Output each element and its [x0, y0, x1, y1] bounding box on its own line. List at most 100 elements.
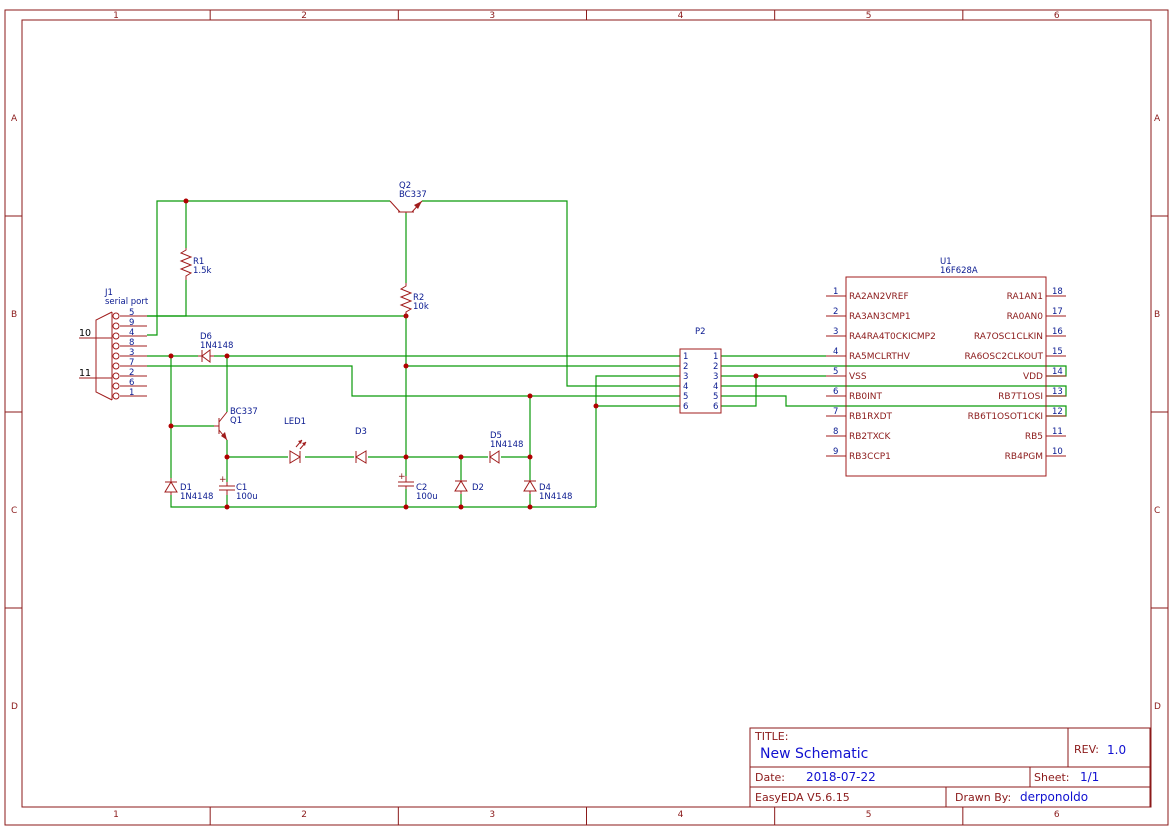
- u1-pin-name: VDD: [1023, 372, 1043, 382]
- d4-value: 1N4148: [539, 492, 572, 502]
- sheet-label: Sheet:: [1034, 771, 1070, 784]
- j1-pin-number: 2: [129, 368, 134, 378]
- j1-ref: J1: [104, 288, 113, 298]
- diode-d1: D1 1N4148: [164, 478, 213, 502]
- j1-pin-number: 6: [129, 378, 134, 388]
- p2-pin-right: 4: [713, 382, 718, 392]
- p2-pin-right: 3: [713, 372, 718, 382]
- title-label: TITLE:: [754, 730, 788, 743]
- svg-text:+: +: [219, 475, 227, 485]
- c2-value: 100u: [416, 492, 438, 502]
- net-label-10: 10: [79, 328, 91, 339]
- c1-value: 100u: [236, 492, 258, 502]
- u1-pin-number: 11: [1052, 427, 1063, 437]
- ruler-row-label: C: [11, 506, 17, 516]
- transistor-q2: Q2 BC337: [389, 181, 427, 213]
- u1-pin-number: 7: [833, 407, 838, 417]
- d5-ref: D5: [490, 431, 502, 441]
- ruler-row-label: B: [1154, 310, 1160, 320]
- u1-pin-name: RA5MCLRTHV: [849, 352, 911, 362]
- net-label-11: 11: [79, 368, 91, 379]
- led1-ref: LED1: [284, 417, 306, 427]
- u1-pin-number: 10: [1052, 447, 1063, 457]
- led-led1: LED1: [284, 417, 307, 464]
- u1-pin-number: 14: [1052, 367, 1063, 377]
- u1-pin-number: 9: [833, 447, 838, 457]
- drawn-by-value: derponoldo: [1020, 790, 1088, 804]
- ruler-col-label: 6: [1054, 11, 1060, 21]
- wires: [147, 200, 1067, 508]
- ruler-col-label: 1: [113, 11, 119, 21]
- u1-pin-number: 6: [833, 387, 838, 397]
- j1-pin-number: 7: [129, 358, 134, 368]
- u1-pin-name: RB1RXDT: [849, 412, 893, 422]
- u1-pin-name: RA2AN2VREF: [849, 292, 909, 302]
- p2-pin-right: 1: [713, 352, 718, 362]
- diode-d3: D3: [355, 427, 367, 464]
- capacitor-c1: + C1 100u: [219, 475, 258, 502]
- c1-ref: C1: [236, 483, 247, 493]
- p2-pin-left: 1: [683, 352, 688, 362]
- d6-ref: D6: [200, 332, 212, 342]
- p2-pin-right: 5: [713, 392, 718, 402]
- j1-pin-number: 5: [129, 308, 134, 318]
- j1-pin-number: 8: [129, 338, 134, 348]
- ruler-col-label: 3: [489, 810, 495, 820]
- u1-pin-number: 3: [833, 327, 838, 337]
- ruler-row-label: C: [1154, 506, 1160, 516]
- d5-value: 1N4148: [490, 440, 523, 450]
- date-value: 2018-07-22: [806, 770, 876, 784]
- diode-d5: D5 1N4148: [489, 431, 523, 464]
- diode-d2: D2: [454, 480, 484, 494]
- diode-d4: D4 1N4148: [523, 480, 572, 502]
- u1-pin-name: RB4PGM: [1005, 452, 1043, 462]
- u1-pin-name: RA0AN0: [1007, 312, 1044, 322]
- ruler-col-label: 2: [301, 810, 307, 820]
- u1-pin-name: VSS: [849, 372, 867, 382]
- drawn-by-label: Drawn By:: [955, 791, 1011, 804]
- u1-pin-number: 4: [833, 347, 838, 357]
- d1-value: 1N4148: [180, 492, 213, 502]
- u1-pin-number: 2: [833, 307, 838, 317]
- u1-pin-number: 16: [1052, 327, 1063, 337]
- q2-value: BC337: [399, 190, 427, 200]
- r2-ref: R2: [413, 293, 424, 303]
- p2-pin-left: 6: [683, 402, 688, 412]
- u1-pin-number: 1: [833, 287, 838, 297]
- p2-pin-left: 4: [683, 382, 688, 392]
- q1-value: BC337: [230, 407, 258, 417]
- capacitor-c2: + C2 100u: [398, 472, 438, 502]
- p2-pin-left: 5: [683, 392, 688, 402]
- ruler-row-label: A: [1154, 114, 1161, 124]
- d1-ref: D1: [180, 483, 192, 493]
- junctions: [168, 198, 759, 510]
- p2-pin-right: 6: [713, 402, 718, 412]
- u1-pin-number: 13: [1052, 387, 1063, 397]
- ruler-row-label: D: [1154, 702, 1161, 712]
- rev-value: 1.0: [1107, 743, 1126, 757]
- p2-pin-left: 2: [683, 362, 688, 372]
- d2-ref: D2: [472, 483, 484, 493]
- u1-ref: U1: [940, 257, 952, 267]
- ruler-col-label: 1: [113, 810, 119, 820]
- d3-ref: D3: [355, 427, 367, 437]
- diode-d6: D6 1N4148: [198, 332, 233, 363]
- ruler-col-label: 5: [866, 810, 872, 820]
- ruler-col-label: 6: [1054, 810, 1060, 820]
- u1-pin-number: 5: [833, 367, 838, 377]
- d4-ref: D4: [539, 483, 551, 493]
- resistor-r2: R2 10k: [399, 283, 429, 318]
- rev-label: REV:: [1074, 743, 1099, 756]
- ruler-col-label: 4: [678, 810, 684, 820]
- ruler-col-label: 3: [489, 11, 495, 21]
- ruler-row-label: A: [11, 114, 18, 124]
- q1-ref: Q1: [230, 416, 242, 426]
- ruler-col-label: 2: [301, 11, 307, 21]
- ruler-row-label: D: [11, 702, 18, 712]
- u1-value: 16F628A: [940, 266, 978, 276]
- u1-pin-number: 17: [1052, 307, 1063, 317]
